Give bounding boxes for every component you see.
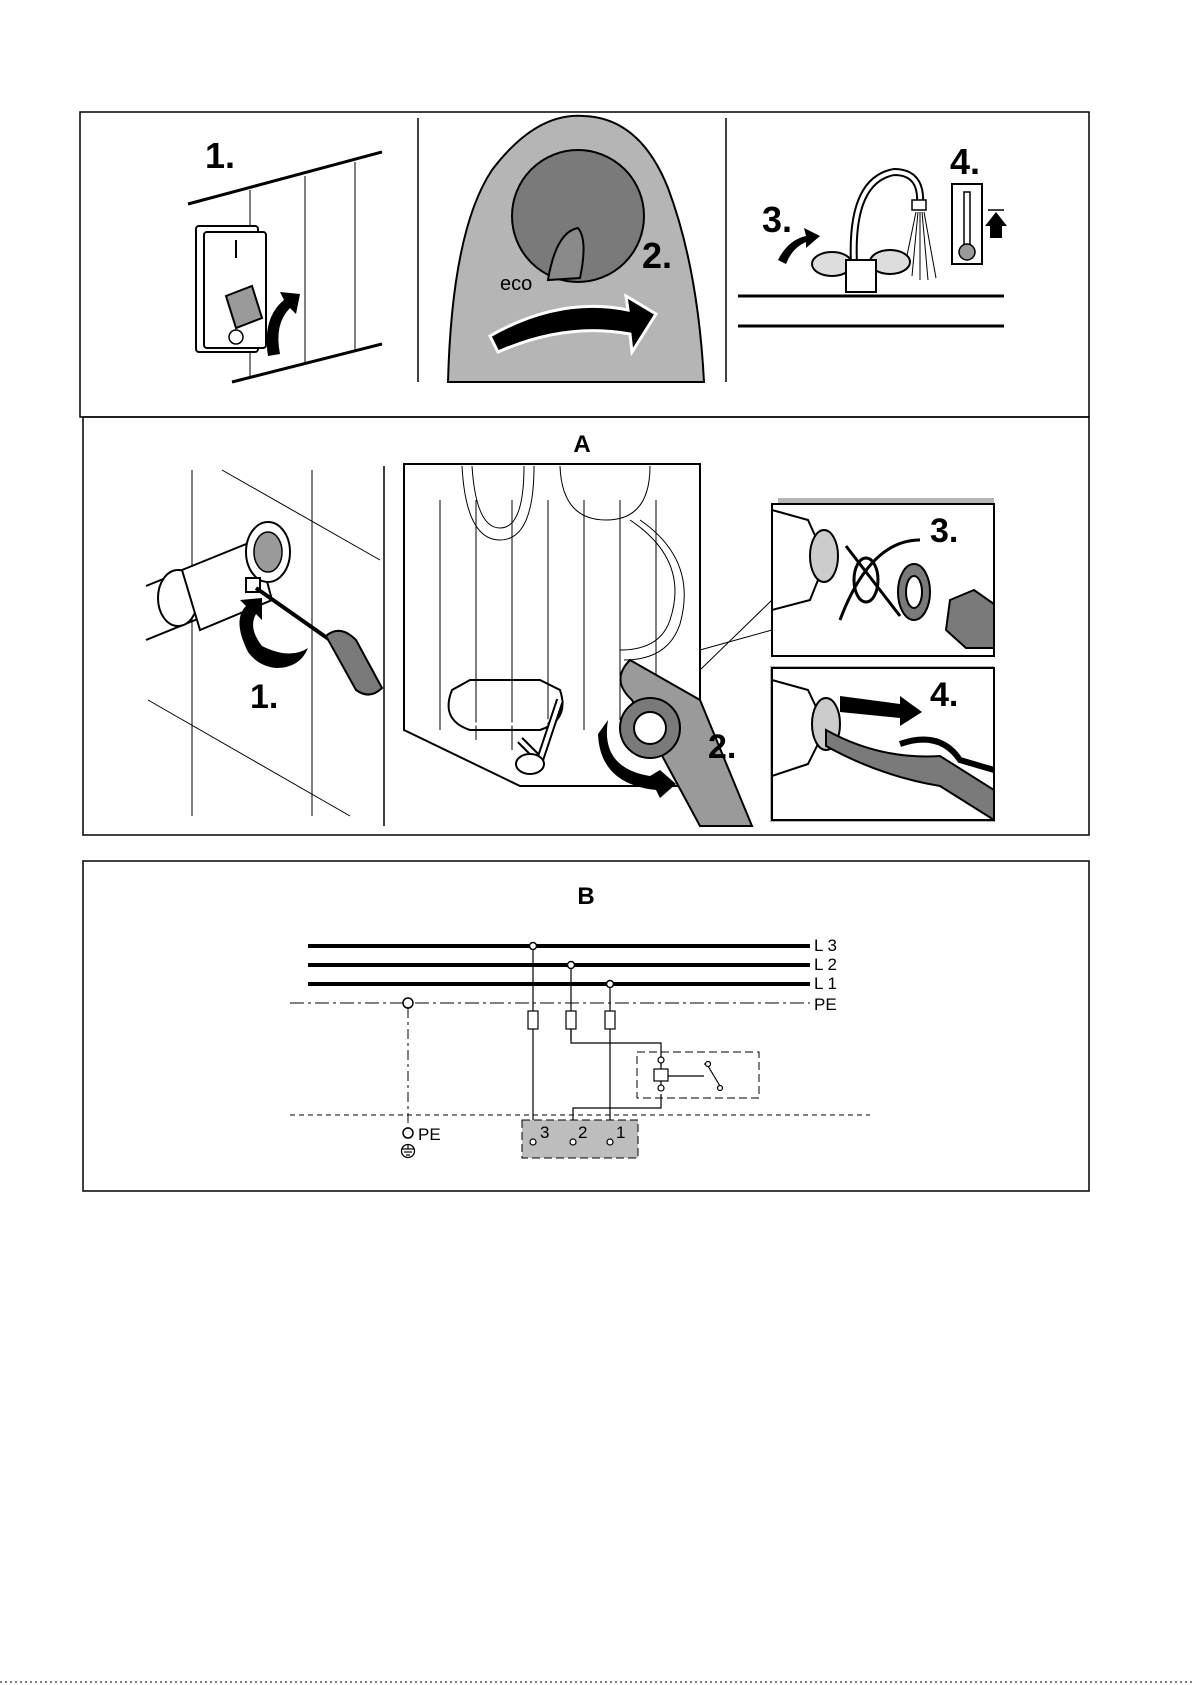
panel-a-step3-label: 3. bbox=[930, 512, 958, 550]
terminal-1-label: 1 bbox=[616, 1123, 625, 1142]
inset-pliers: 4. bbox=[770, 666, 994, 822]
fuse-l1 bbox=[605, 1011, 615, 1029]
panel-a-step4-label: 4. bbox=[930, 676, 958, 714]
panel-a-step2-label: 2. bbox=[708, 728, 736, 766]
valve-screwdriver-illustration: 1. bbox=[146, 470, 382, 816]
breaker-illustration: 1. bbox=[188, 135, 382, 382]
fuse-l2 bbox=[566, 1011, 576, 1029]
top-step3-label: 3. bbox=[762, 199, 792, 240]
terminal-3-label: 3 bbox=[540, 1123, 549, 1142]
panel-a-title: A bbox=[573, 431, 590, 458]
panel-a: A 1. bbox=[83, 417, 1089, 835]
faucet-illustration: 3. 4. bbox=[738, 141, 1007, 326]
top-step1-label: 1. bbox=[205, 135, 235, 176]
top-step4-label: 4. bbox=[950, 141, 980, 182]
terminal-2-label: 2 bbox=[578, 1123, 587, 1142]
top-panel: 1. eco 2. bbox=[80, 112, 1089, 417]
fuse-l3 bbox=[528, 1011, 538, 1029]
top-step2-label: 2. bbox=[642, 235, 672, 276]
dial-illustration: eco 2. bbox=[448, 116, 704, 382]
inset-gasket: 3. bbox=[772, 498, 994, 656]
panel-a-step1-label: 1. bbox=[250, 678, 278, 716]
panel-b-title: B bbox=[577, 883, 594, 910]
label-l1: L 1 bbox=[814, 974, 837, 993]
heater-unit-illustration: 2. bbox=[404, 464, 752, 826]
ground-icon bbox=[402, 1144, 415, 1158]
panel-b: B L 3 L 2 L 1 PE PE bbox=[83, 861, 1089, 1191]
ground-pe-label: PE bbox=[418, 1125, 441, 1144]
relay-switch bbox=[708, 1066, 720, 1086]
label-pe: PE bbox=[814, 995, 837, 1014]
relay-coil bbox=[654, 1069, 668, 1081]
label-l3: L 3 bbox=[814, 936, 837, 955]
label-l2: L 2 bbox=[814, 955, 837, 974]
eco-label: eco bbox=[500, 273, 532, 295]
